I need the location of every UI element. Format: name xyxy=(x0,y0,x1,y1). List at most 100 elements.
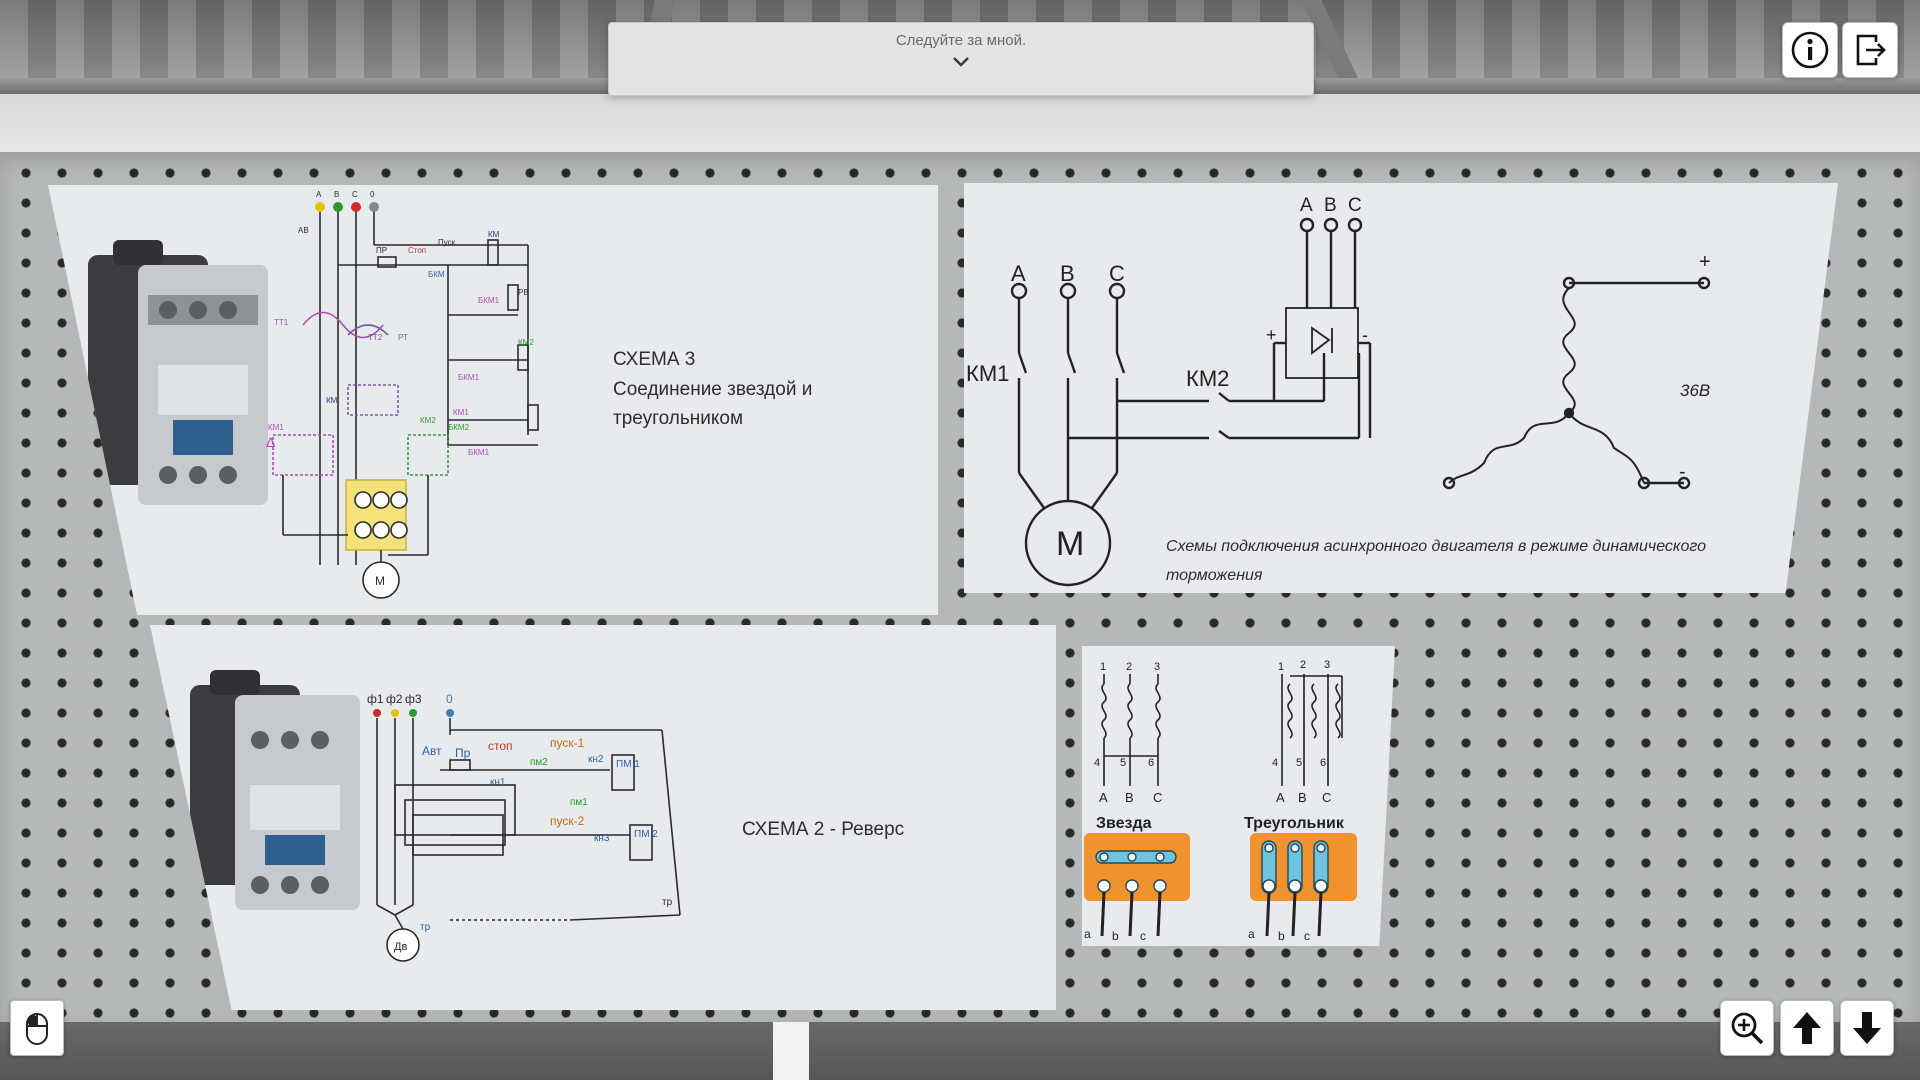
info-button[interactable] xyxy=(1782,22,1838,78)
delta-lead-a: a xyxy=(1248,927,1255,941)
s3-delta: Δ xyxy=(266,434,275,450)
panel-schema2[interactable]: ф1 ф2 ф3 0 Авт Пр стоп пуск-1 пуск-2 ПМ … xyxy=(150,625,1056,1010)
s2-tr: тр xyxy=(662,897,673,908)
delta-term-2: 2 xyxy=(1300,659,1306,671)
delta-term-a: A xyxy=(1276,790,1285,805)
s3-pr: ПР xyxy=(376,246,387,255)
s2-phase-f2: ф2 xyxy=(386,692,403,706)
s3-rt: РТ xyxy=(398,333,408,342)
braking-phase-b: B xyxy=(1060,261,1075,286)
instruction-bar[interactable]: Следуйте за мной. xyxy=(608,22,1314,96)
s2-kn3: кн3 xyxy=(594,833,610,844)
delta-term-3: 3 xyxy=(1324,659,1330,671)
s2-pm2-small: пм2 xyxy=(530,757,548,768)
braking-supply-a: A xyxy=(1300,195,1313,216)
s3-bkm1: БКМ1 xyxy=(478,296,500,305)
star-lead-a: a xyxy=(1084,927,1091,941)
star-term-a: A xyxy=(1099,790,1108,805)
braking-dc-minus: - xyxy=(1679,461,1686,483)
schema3-title: СХЕМА 3 xyxy=(613,349,696,370)
braking-km1: КМ1 xyxy=(966,361,1009,386)
delta-term-5: 5 xyxy=(1296,757,1302,769)
braking-motor: М xyxy=(1056,525,1084,563)
exit-button[interactable] xyxy=(1842,22,1898,78)
zoom-button[interactable] xyxy=(1720,1000,1774,1056)
braking-km2: КМ2 xyxy=(1186,366,1229,391)
s3-pusk: Пуск xyxy=(438,238,456,247)
s2-pm2: ПМ 2 xyxy=(634,829,658,840)
star-term-6: 6 xyxy=(1148,757,1154,769)
braking-rect-minus: - xyxy=(1362,325,1368,345)
s3-phase-c: C xyxy=(352,190,358,199)
star-lead-b: b xyxy=(1112,929,1119,943)
braking-phase-a: A xyxy=(1011,261,1026,286)
s2-pusk2: пуск-2 xyxy=(550,814,585,828)
s3-km2-label: КМ2 xyxy=(420,416,436,425)
s2-motor: Дв xyxy=(394,941,407,953)
star-term-b: B xyxy=(1125,790,1134,805)
panel-schema3[interactable]: A B C 0 АВ ПР Стоп Пуск КМ БКМ БКМ1 РВ К… xyxy=(48,185,938,615)
star-term-2: 2 xyxy=(1126,661,1132,673)
s2-stop: стоп xyxy=(488,739,513,753)
info-icon xyxy=(1791,31,1829,69)
braking-rect-plus: + xyxy=(1266,325,1277,345)
s3-km2: КМ2 xyxy=(518,338,534,347)
zoom-in-icon xyxy=(1731,1012,1764,1045)
s3-phase-b: B xyxy=(334,190,339,199)
s3-km-label: КМ xyxy=(326,396,338,405)
s3-rv: РВ xyxy=(518,288,529,297)
delta-lead-c: c xyxy=(1304,929,1310,943)
delta-lead-b: b xyxy=(1278,929,1285,943)
delta-term-c: C xyxy=(1322,790,1331,805)
star-term-1: 1 xyxy=(1100,661,1106,673)
arrow-down-icon xyxy=(1853,1012,1881,1044)
schema2-title: СХЕМА 2 - Реверс xyxy=(742,819,905,840)
s3-bkm2: БКМ2 xyxy=(448,423,470,432)
s3-km1-right: КМ1 xyxy=(453,408,469,417)
s3-bkm1-mid: БКМ1 xyxy=(458,373,480,382)
s2-kn2: кн2 xyxy=(588,754,604,765)
delta-term-1: 1 xyxy=(1278,661,1284,673)
schema3-diagram: A B C 0 АВ ПР Стоп Пуск КМ БКМ БКМ1 РВ К… xyxy=(88,190,539,599)
mouse-icon xyxy=(26,1013,48,1045)
braking-caption: Схемы подключения асинхронного двигателя… xyxy=(1166,538,1706,584)
move-up-button[interactable] xyxy=(1780,1000,1834,1056)
back-wall xyxy=(0,88,1920,163)
star-lead-c: c xyxy=(1140,929,1146,943)
braking-dc-plus: + xyxy=(1699,251,1711,273)
arrow-up-icon xyxy=(1793,1012,1821,1044)
panel-windings[interactable]: 1 2 3 4 5 6 A B C 1 2 3 4 5 6 A B C Звез… xyxy=(1082,646,1395,946)
braking-supply-c: C xyxy=(1348,195,1362,216)
s2-phase-f3: ф3 xyxy=(405,692,422,706)
windings-diagram: 1 2 3 4 5 6 A B C 1 2 3 4 5 6 A B C Звез… xyxy=(1084,659,1357,943)
move-down-button[interactable] xyxy=(1840,1000,1894,1056)
s3-bkm1-bottom: БКМ1 xyxy=(468,448,490,457)
s2-tr-bottom: тр xyxy=(420,922,431,933)
schema2-diagram: ф1 ф2 ф3 0 Авт Пр стоп пуск-1 пуск-2 ПМ … xyxy=(190,670,681,962)
mouse-hint-button[interactable] xyxy=(10,1000,64,1056)
braking-phase-c: C xyxy=(1109,261,1125,286)
chevron-down-icon[interactable] xyxy=(950,53,972,69)
s2-pm1-small: пм1 xyxy=(570,797,588,808)
star-term-3: 3 xyxy=(1154,661,1160,673)
s3-motor: М xyxy=(375,574,385,588)
braking-voltage: 36В xyxy=(1680,381,1710,400)
s2-pr: Пр xyxy=(455,746,471,760)
s2-phase-f1: ф1 xyxy=(367,692,384,706)
s3-bkm: БКМ xyxy=(428,270,445,279)
contactor-image xyxy=(88,240,268,505)
s3-km: КМ xyxy=(488,230,500,239)
s2-pusk1: пуск-1 xyxy=(550,736,585,750)
delta-term-6: 6 xyxy=(1320,757,1326,769)
s2-avt: Авт xyxy=(422,744,442,758)
s3-tt2: ТТ2 xyxy=(368,333,383,342)
s3-phase-0: 0 xyxy=(370,190,375,199)
panel-braking[interactable]: A B C A B C КМ1 КМ2 М + - + - 36В Схемы … xyxy=(964,183,1838,593)
star-label: Звезда xyxy=(1096,815,1152,832)
contactor-image xyxy=(190,670,360,910)
braking-supply-b: B xyxy=(1324,195,1337,216)
braking-diagram: A B C A B C КМ1 КМ2 М + - + - 36В xyxy=(966,195,1711,587)
delta-term-4: 4 xyxy=(1272,757,1278,769)
s3-av: АВ xyxy=(298,226,309,235)
